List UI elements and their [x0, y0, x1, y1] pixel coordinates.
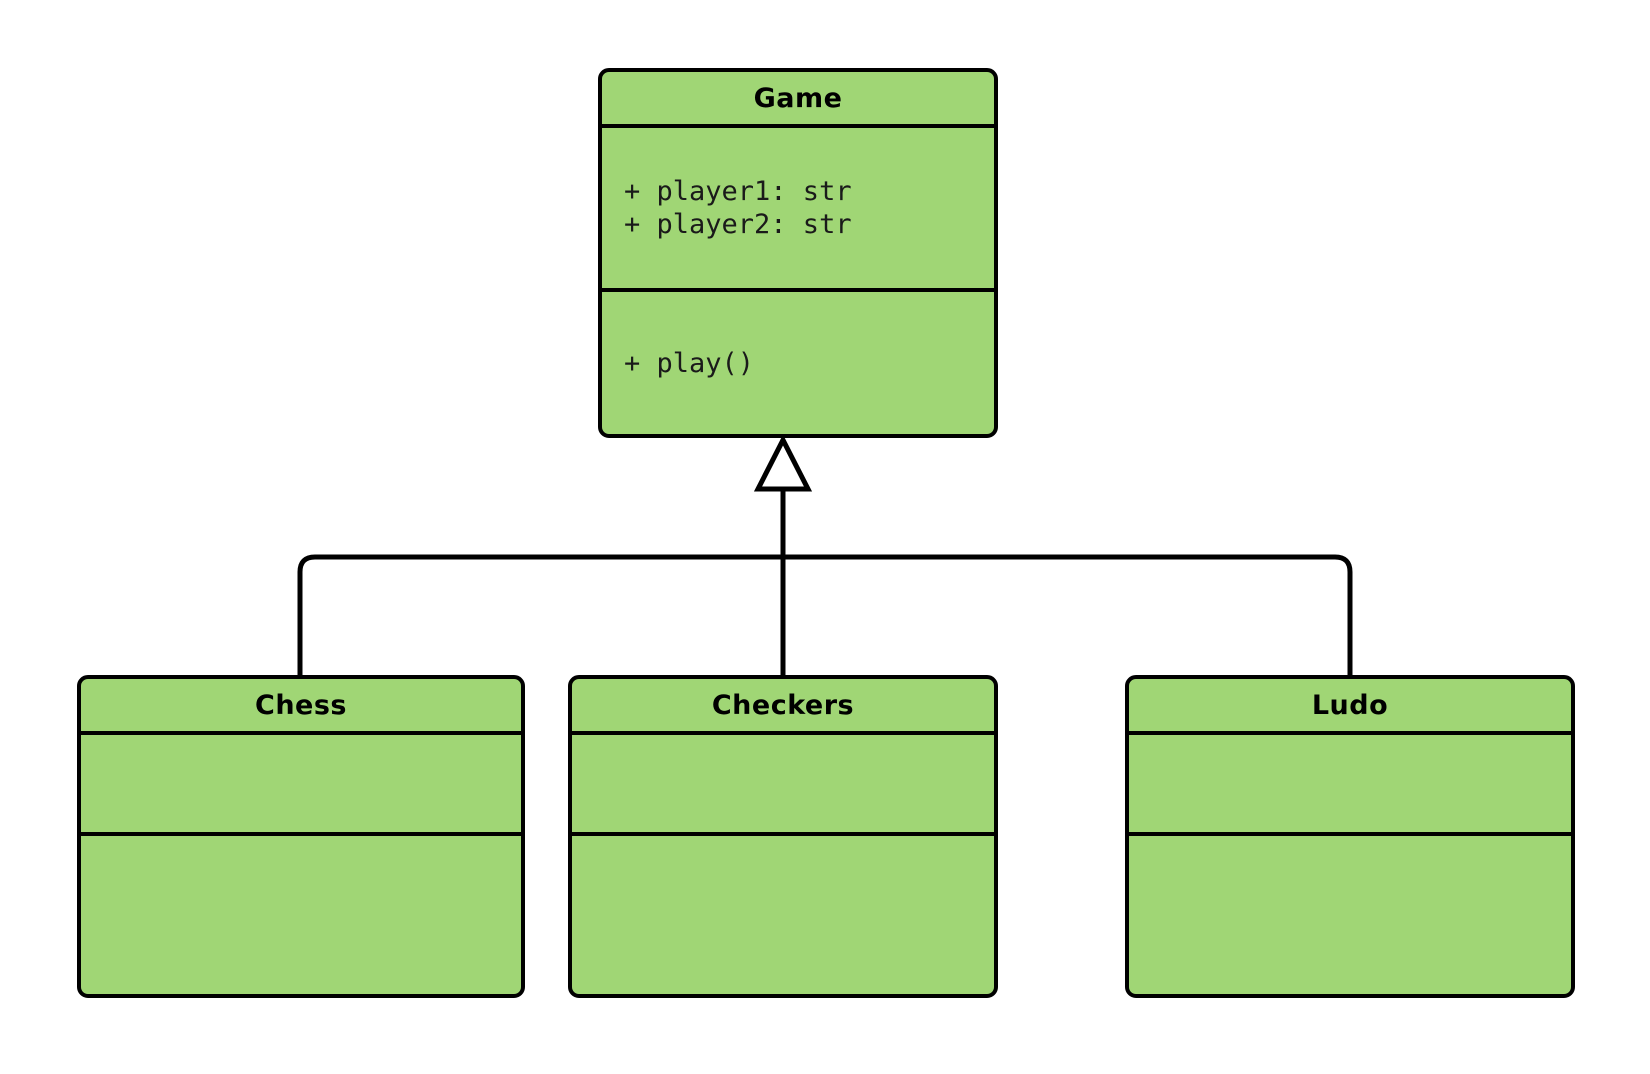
class-attributes-game: + player1: str + player2: str — [602, 128, 994, 292]
class-name-game: Game — [602, 72, 994, 128]
attribute-item: + player1: str — [624, 176, 852, 207]
attribute-item: + player2: str — [624, 209, 852, 240]
class-methods-checkers — [572, 836, 994, 994]
class-attributes-chess — [81, 735, 521, 836]
inheritance-arrowhead-triangle — [753, 434, 813, 492]
class-methods-game: + play() — [602, 292, 994, 434]
class-attributes-ludo — [1129, 735, 1571, 836]
class-attributes-checkers — [572, 735, 994, 836]
class-box-checkers[interactable]: Checkers — [568, 675, 998, 998]
class-methods-ludo — [1129, 836, 1571, 994]
class-methods-chess — [81, 836, 521, 994]
inheritance-branch-bar — [297, 554, 1353, 675]
class-name-checkers: Checkers — [572, 679, 994, 735]
class-name-chess: Chess — [81, 679, 521, 735]
class-box-chess[interactable]: Chess — [77, 675, 525, 998]
class-box-game[interactable]: Game + player1: str + player2: str + pla… — [598, 68, 998, 438]
method-item: + play() — [624, 347, 755, 379]
class-box-ludo[interactable]: Ludo — [1125, 675, 1575, 998]
class-name-ludo: Ludo — [1129, 679, 1571, 735]
